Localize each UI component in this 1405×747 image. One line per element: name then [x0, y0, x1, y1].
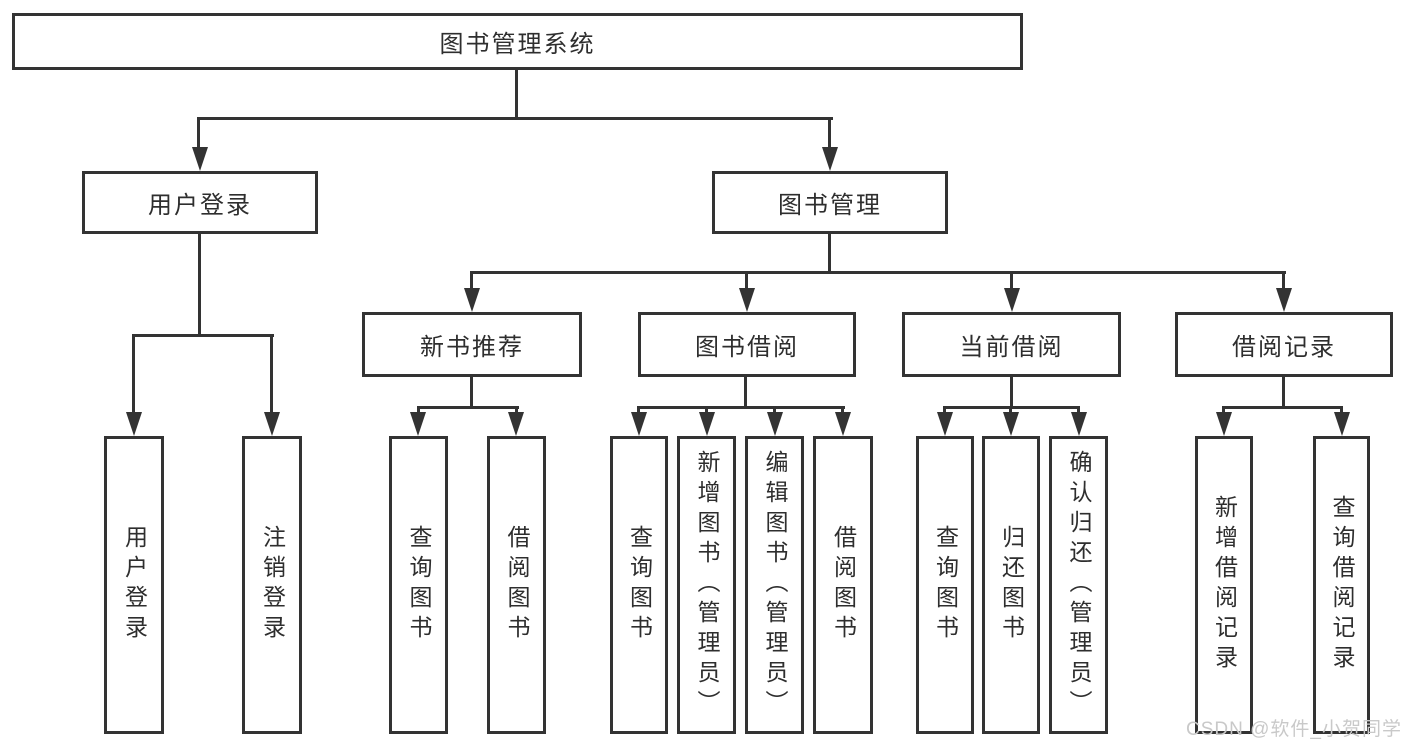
- leaf-add-borrow-record-label: 新增借阅记录: [1211, 495, 1238, 675]
- connector-line: [417, 406, 519, 409]
- connector-line: [1077, 406, 1080, 415]
- connector-line: [197, 117, 833, 120]
- leaf-query-books-current: 查询图书: [916, 436, 974, 734]
- arrow-down-icon: [464, 288, 480, 312]
- leaf-logout: 注销登录: [242, 436, 302, 734]
- arrow-down-icon: [699, 412, 715, 436]
- arrow-down-icon: [1003, 412, 1019, 436]
- connector-line: [637, 406, 640, 415]
- node-user-login-label: 用户登录: [148, 192, 252, 219]
- leaf-return-book: 归还图书: [982, 436, 1040, 734]
- leaf-borrow-books-recommend: 借阅图书: [487, 436, 546, 734]
- connector-line: [841, 406, 844, 415]
- connector-line: [943, 406, 946, 415]
- leaf-query-books-recommend: 查询图书: [389, 436, 448, 734]
- connector-line: [828, 234, 831, 274]
- leaf-query-books-current-label: 查询图书: [932, 525, 959, 645]
- leaf-logout-label: 注销登录: [259, 525, 286, 645]
- arrow-down-icon: [1276, 288, 1292, 312]
- arrow-down-icon: [126, 412, 142, 436]
- arrow-down-icon: [767, 412, 783, 436]
- connector-line: [773, 406, 776, 415]
- node-book-management: 图书管理: [712, 171, 948, 234]
- leaf-return-book-label: 归还图书: [998, 525, 1025, 645]
- leaf-query-books-borrow: 查询图书: [610, 436, 668, 734]
- connector-line: [515, 70, 518, 119]
- node-book-management-label: 图书管理: [778, 192, 882, 219]
- leaf-confirm-return-admin: 确认归还（管理员）: [1049, 436, 1108, 734]
- arrow-down-icon: [1071, 412, 1087, 436]
- node-borrow-records: 借阅记录: [1175, 312, 1393, 377]
- arrow-down-icon: [1334, 412, 1350, 436]
- node-current-borrow: 当前借阅: [902, 312, 1121, 377]
- connector-line: [745, 271, 748, 290]
- connector-line: [198, 234, 201, 337]
- connector-line: [1282, 377, 1285, 408]
- arrow-down-icon: [822, 147, 838, 171]
- connector-line: [470, 271, 473, 290]
- connector-line: [1009, 406, 1012, 415]
- leaf-query-borrow-record: 查询借阅记录: [1313, 436, 1370, 734]
- node-new-book-recommend-label: 新书推荐: [420, 334, 524, 361]
- node-new-book-recommend: 新书推荐: [362, 312, 582, 377]
- connector-line: [470, 377, 473, 408]
- connector-line: [1282, 271, 1285, 290]
- connector-line: [1010, 377, 1013, 408]
- connector-line: [515, 406, 518, 415]
- leaf-user-login-label: 用户登录: [121, 525, 148, 645]
- arrow-down-icon: [1004, 288, 1020, 312]
- arrow-down-icon: [631, 412, 647, 436]
- arrow-down-icon: [192, 147, 208, 171]
- leaf-query-books-recommend-label: 查询图书: [406, 525, 432, 645]
- leaf-borrow-books-label: 借阅图书: [830, 525, 857, 645]
- leaf-query-books-borrow-label: 查询图书: [626, 525, 653, 645]
- leaf-user-login: 用户登录: [104, 436, 164, 734]
- leaf-add-borrow-record: 新增借阅记录: [1195, 436, 1253, 734]
- leaf-edit-book-admin-label: 编辑图书（管理员）: [762, 450, 788, 720]
- connector-line: [132, 334, 274, 337]
- arrow-down-icon: [508, 412, 524, 436]
- connector-line: [1222, 406, 1225, 415]
- leaf-add-book-admin-label: 新增图书（管理员）: [694, 450, 720, 720]
- node-book-borrow: 图书借阅: [638, 312, 856, 377]
- node-library-system: 图书管理系统: [12, 13, 1023, 70]
- node-current-borrow-label: 当前借阅: [959, 334, 1064, 361]
- connector-line: [828, 117, 831, 149]
- connector-line: [270, 334, 273, 416]
- leaf-borrow-books: 借阅图书: [813, 436, 873, 734]
- connector-line: [1222, 406, 1343, 409]
- leaf-edit-book-admin: 编辑图书（管理员）: [745, 436, 804, 734]
- watermark: CSDN @软件_小贺同学: [1186, 719, 1402, 740]
- arrow-down-icon: [937, 412, 953, 436]
- leaf-borrow-books-recommend-label: 借阅图书: [504, 525, 530, 645]
- connector-line: [744, 377, 747, 408]
- node-borrow-records-label: 借阅记录: [1232, 334, 1336, 361]
- connector-line: [637, 406, 845, 409]
- arrow-down-icon: [835, 412, 851, 436]
- connector-line: [197, 117, 200, 149]
- connector-line: [417, 406, 420, 415]
- leaf-confirm-return-admin-label: 确认归还（管理员）: [1066, 450, 1092, 720]
- connector-line: [132, 334, 135, 416]
- arrow-down-icon: [1216, 412, 1232, 436]
- connector-line: [1340, 406, 1343, 415]
- arrow-down-icon: [410, 412, 426, 436]
- connector-line: [705, 406, 708, 415]
- node-library-system-label: 图书管理系统: [439, 31, 596, 58]
- leaf-query-borrow-record-label: 查询借阅记录: [1329, 495, 1355, 675]
- connector-line: [470, 271, 1286, 274]
- arrow-down-icon: [264, 412, 280, 436]
- node-book-borrow-label: 图书借阅: [695, 334, 799, 361]
- leaf-add-book-admin: 新增图书（管理员）: [677, 436, 736, 734]
- arrow-down-icon: [739, 288, 755, 312]
- connector-line: [1010, 271, 1013, 290]
- node-user-login: 用户登录: [82, 171, 318, 234]
